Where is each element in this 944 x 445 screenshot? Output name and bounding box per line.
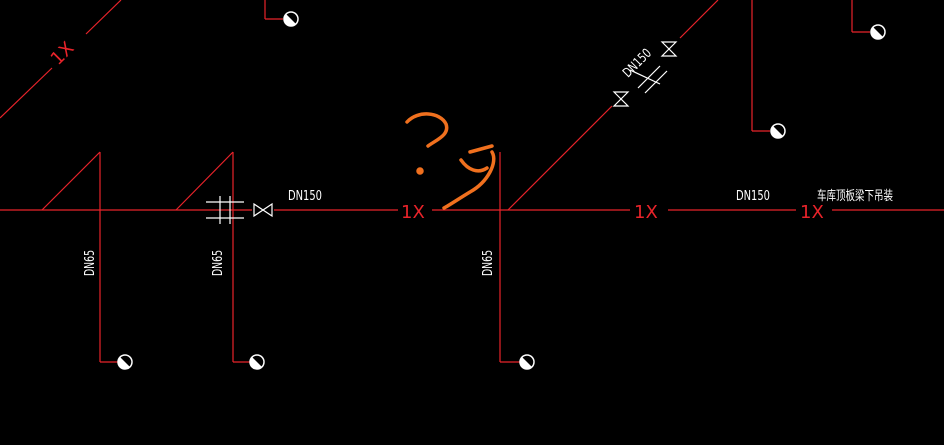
gate-valve-icon	[612, 91, 630, 107]
sprinkler-head-icon	[249, 354, 265, 370]
gate-valve-icon	[253, 202, 273, 218]
pipe-code-label-3: 1X	[634, 202, 658, 223]
main-size-label-1: DN150	[288, 189, 322, 204]
drop-pipe-top-2	[751, 0, 770, 132]
sprinkler-head-icon	[519, 354, 535, 370]
branch-pipe-2	[175, 151, 250, 363]
pipe-code-label-4: 1X	[800, 202, 824, 223]
flexible-joint-icon	[206, 196, 244, 224]
sprinkler-head-icon	[117, 354, 133, 370]
gate-valve-icon	[660, 41, 678, 57]
drop-pipe-top-1	[264, 0, 283, 20]
branch-size-label-3: DN65	[481, 250, 496, 276]
handwritten-annotation	[405, 112, 496, 210]
main-size-label-2: DN150	[736, 189, 770, 204]
install-note-label: 车库顶板梁下吊装	[817, 188, 893, 204]
drop-pipe-top-3	[851, 0, 870, 33]
branch-pipe-3	[499, 152, 520, 363]
diagonal-pipe-right	[507, 0, 719, 211]
sprinkler-head-icon	[870, 24, 886, 40]
flexible-joint-icon	[629, 65, 668, 94]
sprinkler-head-icon	[283, 11, 299, 27]
sprinkler-head-icon	[770, 123, 786, 139]
branch-size-label-2: DN65	[211, 250, 226, 276]
branch-size-label-1: DN65	[83, 250, 98, 276]
pipe-code-label-2: 1X	[401, 202, 425, 223]
diagonal-pipe-left	[0, 0, 122, 119]
branch-pipe-1	[41, 151, 118, 363]
